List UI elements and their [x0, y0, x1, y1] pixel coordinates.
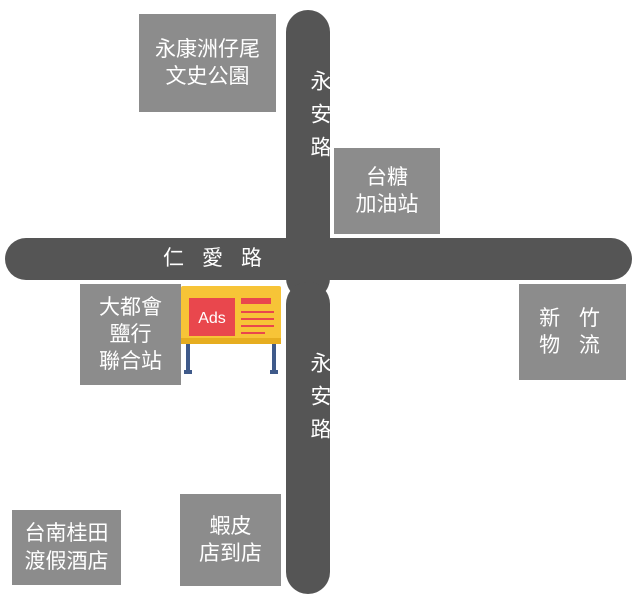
hsinchu-logistics-landmark: 新 竹 物 流 — [519, 284, 626, 380]
tainan-guitian-hotel-landmark: 台南桂田 渡假酒店 — [12, 510, 121, 585]
yongan-road-label-south: 永安路 — [308, 352, 332, 451]
yongkang-zhouziwei-park-landmark: 永康洲仔尾 文史公園 — [139, 14, 276, 112]
billboard-icon: Ads — [181, 286, 281, 374]
yongan-road-south-segment — [286, 282, 330, 594]
ad-sign-text: Ads — [198, 310, 226, 327]
taisugar-gas-station-landmark: 台糖 加油站 — [334, 148, 440, 234]
renai-road — [5, 238, 632, 280]
shopee-store-landmark: 蝦皮 店到店 — [180, 494, 281, 586]
metropolitan-salt-station-landmark: 大都會 鹽行 聯合站 — [80, 284, 181, 385]
yongan-road-label-north: 永安路 — [308, 70, 332, 169]
renai-road-label: 仁愛路 — [163, 246, 280, 270]
